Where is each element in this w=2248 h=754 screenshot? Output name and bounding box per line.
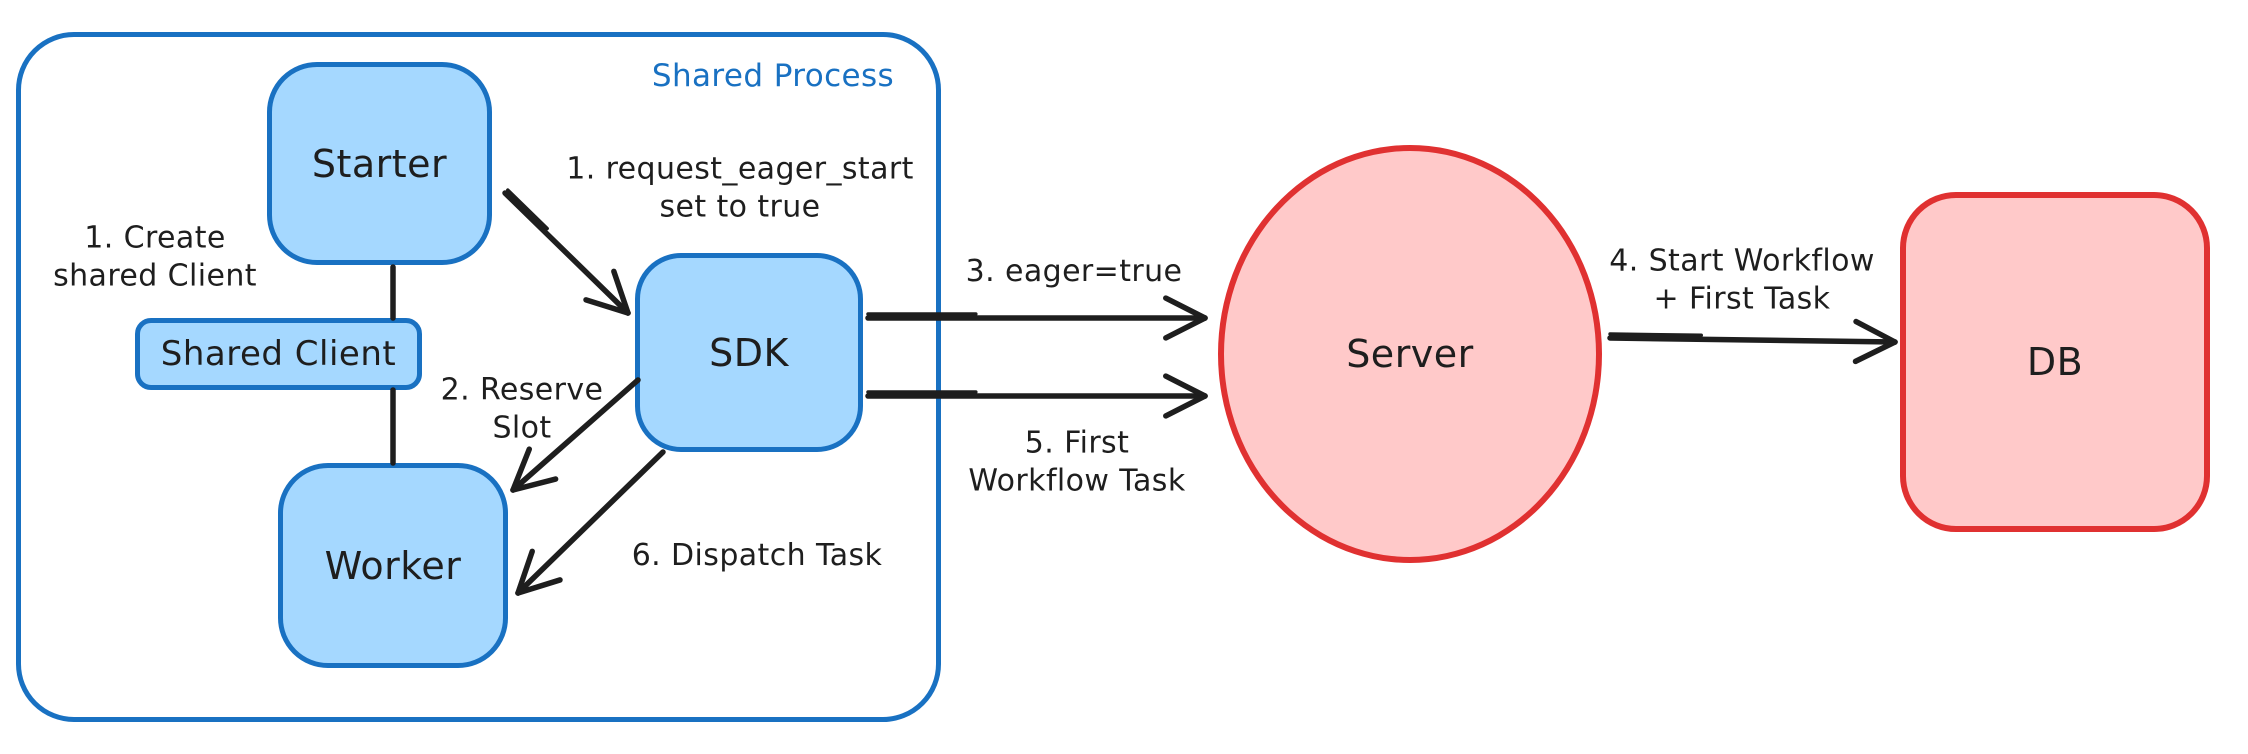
annotation-create-shared-client: 1. Create shared Client [53, 220, 257, 294]
node-server: Server [1218, 145, 1602, 563]
server-label: Server [1346, 332, 1474, 376]
worker-label: Worker [324, 543, 462, 588]
shared-client-label: Shared Client [160, 334, 397, 374]
annotation-start-workflow-first-task: 4. Start Workflow + First Task [1609, 243, 1875, 317]
annotation-eager-true: 3. eager=true [965, 253, 1183, 289]
node-sdk: SDK [635, 253, 863, 452]
annotation-reserve-slot: 2. Reserve Slot [440, 372, 604, 446]
node-shared-client: Shared Client [135, 318, 422, 390]
node-starter: Starter [267, 62, 492, 265]
sdk-label: SDK [709, 330, 789, 375]
starter-label: Starter [311, 141, 448, 186]
node-db: DB [1900, 192, 2210, 532]
node-worker: Worker [278, 463, 508, 668]
annotation-request-eager-start: 1. request_eager_start set to true [566, 151, 914, 225]
shared-process-container [16, 32, 941, 722]
annotation-first-workflow-task: 5. First Workflow Task [968, 425, 1186, 499]
shared-process-title: Shared Process [651, 58, 895, 95]
annotation-dispatch-task: 6. Dispatch Task [631, 537, 883, 573]
db-label: DB [2026, 340, 2084, 384]
